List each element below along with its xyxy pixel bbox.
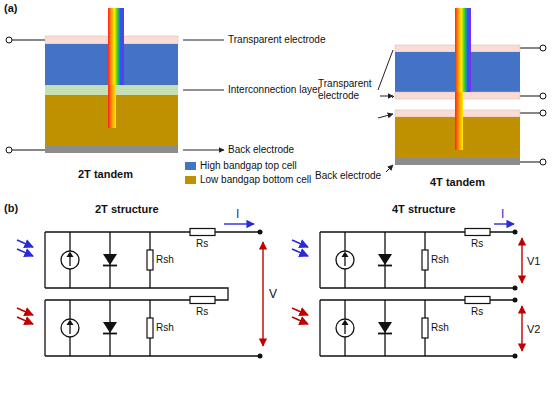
terminal (540, 93, 546, 99)
layer-label: Transparent electrode (228, 34, 325, 46)
resistor-symbol (465, 229, 490, 236)
structure-title: 4T structure (392, 203, 456, 215)
terminal (540, 159, 546, 165)
terminal (513, 230, 518, 235)
layer-label: Back electrode (228, 144, 294, 156)
terminal-wire (12, 40, 45, 150)
terminal-wire (520, 48, 540, 162)
back-electrode (45, 146, 178, 153)
wire (175, 232, 260, 356)
structure-title: 2T tandem (78, 168, 133, 180)
cell-equivalent-circuit (45, 232, 175, 288)
light-beam (455, 110, 463, 150)
current-arrow (224, 223, 254, 224)
legend-swatch (185, 162, 196, 170)
current-label: I (236, 208, 239, 220)
circuit-4t (292, 224, 522, 359)
voltage-label: V2 (527, 323, 540, 335)
terminal (513, 286, 518, 291)
voltage-label: V1 (527, 255, 540, 267)
layer-label: Transparent electrode (318, 78, 374, 102)
light-arrows (17, 240, 33, 256)
resistor-label: Rs (471, 306, 483, 318)
resistor-symbol (190, 229, 215, 236)
light-beam (455, 92, 463, 110)
current-label: I (501, 208, 504, 220)
voltage-arrow (521, 238, 522, 283)
cell-equivalent-circuit (45, 300, 175, 356)
voltage-arrow (521, 306, 522, 351)
legend-text: Low bandgap bottom cell (200, 174, 311, 186)
light-arrows (17, 308, 33, 324)
structure-title: 4T tandem (430, 176, 485, 188)
resistor-label: Rsh (156, 322, 174, 334)
layer-label: Interconnection layer (228, 84, 321, 96)
resistor-label: Rsh (156, 254, 174, 266)
terminal (513, 298, 518, 303)
light-beam (455, 8, 471, 92)
terminal (258, 354, 263, 359)
resistor-symbol (190, 297, 215, 304)
tandem-2t-stack (6, 8, 224, 153)
resistor-label: Rsh (431, 322, 449, 334)
resistor-label: Rsh (431, 254, 449, 266)
cell-equivalent-circuit (320, 300, 450, 356)
current-arrow (494, 223, 514, 224)
cell-equivalent-circuit (320, 232, 450, 288)
terminal (540, 110, 546, 116)
voltage-label: V (269, 288, 277, 300)
wire (450, 232, 515, 356)
panel-label: (a) (4, 2, 17, 14)
light-beam (108, 8, 124, 85)
circuit-2t (17, 224, 263, 359)
leader-arrow (378, 50, 394, 118)
legend-swatch (185, 176, 196, 184)
light-arrows (292, 308, 308, 324)
terminal (258, 230, 263, 235)
leader-arrow (183, 40, 224, 150)
resistor-label: Rs (196, 306, 208, 318)
terminal (540, 45, 546, 51)
leader-arrow (386, 165, 393, 172)
light-arrows (292, 240, 308, 256)
terminal (513, 354, 518, 359)
resistor-symbol (465, 297, 490, 304)
leader-arrow (380, 96, 393, 97)
voltage-arrow (262, 242, 263, 346)
terminal (6, 37, 12, 43)
legend-text: High bandgap top cell (200, 160, 297, 172)
terminal (6, 147, 12, 153)
tandem-4t-stack (378, 8, 546, 172)
layer-label: Back electrode (315, 170, 381, 182)
structure-title: 2T structure (95, 203, 159, 215)
panel-label: (b) (4, 202, 18, 214)
back-electrode (395, 158, 520, 165)
resistor-label: Rs (196, 238, 208, 250)
resistor-label: Rs (471, 238, 483, 250)
light-beam (108, 85, 116, 128)
